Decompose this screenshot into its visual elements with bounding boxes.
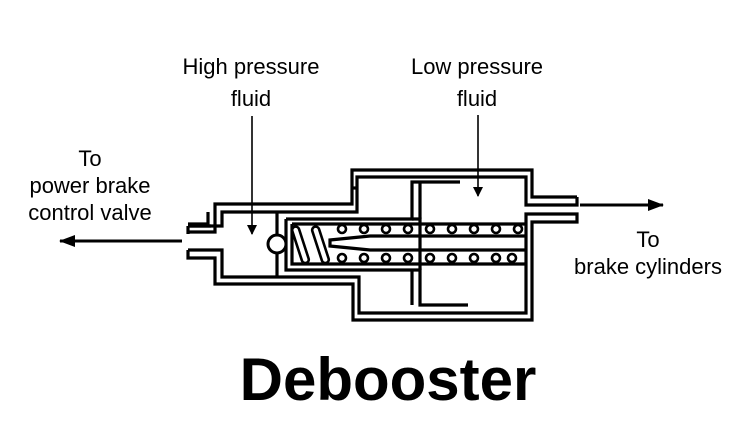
diagram-title: Debooster (240, 346, 537, 413)
control-valve-label-line3: control valve (28, 200, 152, 225)
spring-coil (290, 225, 311, 265)
housing-inner-top (186, 175, 579, 234)
spring-coil-top (468, 223, 480, 235)
spring-coil-top (512, 223, 524, 235)
spring-coil-top (490, 223, 502, 235)
control-valve-label-line1: To (78, 146, 101, 171)
control-valve-label-line2: power brake (29, 173, 150, 198)
spring-bore-bottom (290, 224, 526, 266)
spring-coil-top (446, 223, 458, 235)
spring-coil-bottom (358, 252, 370, 264)
housing (186, 168, 579, 322)
housing-bottom (186, 212, 579, 322)
spring-coil-top (380, 223, 392, 235)
spring-coil-bottom (506, 252, 518, 264)
low-pressure-label-line2: fluid (457, 86, 497, 111)
spring-coil-bottom (380, 252, 392, 264)
spring-coil (310, 225, 331, 265)
brake-cylinders-label-line2: brake cylinders (574, 254, 722, 279)
plunger-rod (328, 234, 526, 252)
spring-coil-bottom (402, 252, 414, 264)
spring-coil-top (424, 223, 436, 235)
piston-top (286, 180, 460, 221)
low-pressure-label-line1: Low pressure (411, 54, 543, 79)
high-pressure-label-line1: High pressure (183, 54, 320, 79)
spring-coil-top (358, 223, 370, 235)
spring-coil-bottom (446, 252, 458, 264)
high-pressure-label-line2: fluid (231, 86, 271, 111)
spring-coil-bottom (336, 252, 348, 264)
spring-coil-top (336, 223, 348, 235)
spring-coil-top (402, 223, 414, 235)
piston (275, 180, 526, 307)
brake-cylinders-label-line1: To (636, 227, 659, 252)
check-ball (266, 233, 288, 255)
inlet-lower-lip (188, 248, 224, 258)
spring-coil-bottom (424, 252, 436, 264)
spring (290, 223, 524, 265)
spring-coil-bottom (490, 252, 502, 264)
spring-coil-bottom (468, 252, 480, 264)
